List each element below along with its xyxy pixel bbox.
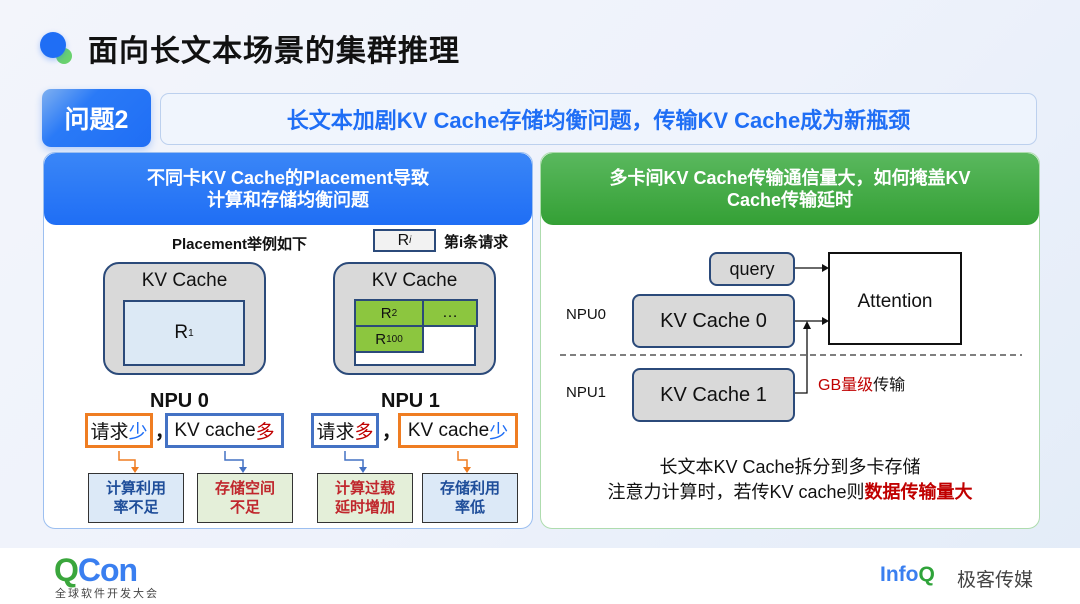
- npu0-kvcache-tag-highlight: 多: [255, 422, 275, 443]
- npu1-request-tag-prefix: 请求: [316, 422, 355, 443]
- infoq-chinese-name: 极客传媒: [957, 570, 1034, 591]
- right-header-line1: 多卡间KV Cache传输通信量大，如何掩盖KV: [609, 168, 971, 188]
- npu0-request-main: R: [174, 322, 189, 343]
- infoq-logo-info: Info: [880, 563, 919, 586]
- npu1-request-tag: 请求多: [311, 413, 379, 448]
- query-box: query: [709, 252, 795, 286]
- cell-r2-main: R: [380, 304, 392, 322]
- legend-description: 第i条请求: [444, 234, 509, 251]
- npu0-kv-cache-label: KV Cache: [141, 270, 228, 291]
- cell-ellipsis-text: …: [442, 304, 458, 321]
- npu1-kvcache-tag-highlight: 少: [489, 422, 509, 443]
- title-bullet-blue-dot: [40, 32, 66, 58]
- placement-label: Placement举例如下: [172, 236, 308, 253]
- problem-statement: 长文本加剧KV Cache存储均衡问题，传输KV Cache成为新瓶颈: [160, 93, 1037, 145]
- npu0-request-tag: 请求少: [85, 413, 153, 448]
- qcon-subtitle: 全球软件开发大会: [55, 588, 159, 600]
- npu0-request-sub: 1: [188, 327, 194, 339]
- legend-request-main: R: [397, 231, 410, 249]
- result-line2: 率低: [454, 499, 485, 516]
- left-header-line1: 不同卡KV Cache的Placement导致: [146, 168, 430, 188]
- npu1-compute-overload: 计算过载 延时增加: [317, 473, 413, 523]
- result-line2: 延时增加: [334, 499, 395, 516]
- npu1-row-label: NPU1: [566, 384, 607, 401]
- infoq-logo: InfoQ: [880, 563, 935, 587]
- npu0-row-label: NPU0: [566, 306, 607, 323]
- qcon-logo: QCon: [54, 552, 138, 589]
- right-summary: 长文本KV Cache拆分到多卡存储 注意力计算时，若传KV cache则数据传…: [545, 455, 1035, 505]
- right-header-line2: Cache传输延时: [726, 190, 854, 210]
- kv-cache-1-box: KV Cache 1: [632, 368, 795, 422]
- npu0-request-tag-prefix: 请求: [90, 422, 129, 443]
- npu0-compute-underutilized: 计算利用 率不足: [88, 473, 184, 523]
- left-panel-header: 不同卡KV Cache的Placement导致 计算和存储均衡问题: [44, 153, 532, 225]
- summary-line2-prefix: 注意力计算时，若传KV cache则: [607, 482, 865, 502]
- footer: [0, 548, 1080, 604]
- comma-separator: ，: [382, 422, 402, 443]
- kv-cache-0-box: KV Cache 0: [632, 294, 795, 348]
- legend-request-sub: i: [409, 235, 412, 246]
- left-header-line2: 计算和存储均衡问题: [207, 190, 369, 210]
- transfer-word: 传输: [873, 377, 906, 394]
- qcon-logo-q: Q: [54, 552, 79, 588]
- npu0-storage-insufficient: 存储空间 不足: [197, 473, 293, 523]
- npu1-kv-cache-label: KV Cache: [371, 270, 458, 291]
- npu1-storage-underutilized: 存储利用 率低: [422, 473, 518, 523]
- result-line2: 率不足: [113, 499, 159, 516]
- npu1-kvcache-tag-prefix: KV cache: [407, 419, 490, 441]
- transfer-size: GB量级: [818, 377, 874, 394]
- npu0-name: NPU 0: [150, 390, 209, 412]
- result-line1: 计算过载: [334, 480, 395, 497]
- qcon-logo-con: Con: [77, 552, 138, 588]
- result-line2: 不足: [229, 499, 260, 516]
- npu0-kvcache-tag-prefix: KV cache: [174, 419, 256, 441]
- attention-box: Attention: [828, 252, 962, 345]
- npu1-request-tag-highlight: 多: [354, 422, 374, 443]
- infoq-logo-q: Q: [918, 563, 935, 586]
- result-line1: 存储利用: [439, 480, 500, 497]
- cell-r100-main: R: [375, 330, 387, 348]
- page-title: 面向长文本场景的集群推理: [88, 35, 460, 68]
- summary-line2-highlight: 数据传输量大: [864, 482, 973, 502]
- result-line1: 计算利用: [105, 480, 166, 497]
- right-panel-header: 多卡间KV Cache传输通信量大，如何掩盖KV Cache传输延时: [541, 153, 1039, 225]
- npu1-cell-ellipsis: …: [422, 299, 478, 327]
- problem-badge: 问题2: [42, 89, 151, 147]
- cell-r100-sub: 100: [386, 333, 403, 345]
- cell-r2-sub: 2: [391, 307, 398, 319]
- npu1-name: NPU 1: [381, 390, 440, 412]
- transfer-label: GB量级传输: [818, 371, 905, 395]
- summary-line1: 长文本KV Cache拆分到多卡存储: [659, 457, 921, 477]
- summary-line2: 注意力计算时，若传KV cache则数据传输量大: [545, 480, 1035, 505]
- result-line1: 存储空间: [214, 480, 275, 497]
- npu0-request-tag-highlight: 少: [128, 422, 148, 443]
